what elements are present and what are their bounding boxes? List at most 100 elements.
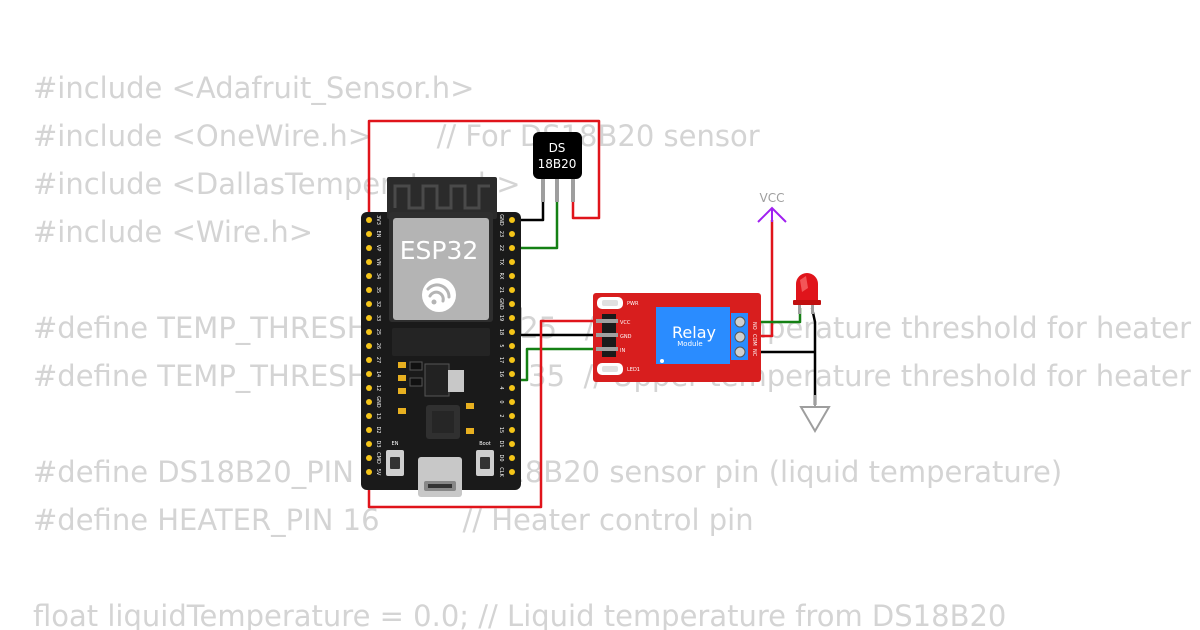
esp32-pin-label: 19 [498,315,504,321]
esp32-pin-right[interactable] [509,343,515,349]
esp32-pin-left[interactable] [366,273,372,279]
esp32-left-header: 3V3ENVPVN343532332526271412GND13D2D3CMD5… [366,215,381,476]
relay-pin-gnd[interactable] [596,333,618,337]
esp32-pin-right[interactable] [509,231,515,237]
esp32-pin-label: D3 [375,440,381,447]
esp32-pin-left[interactable] [366,217,372,223]
led-glint [800,276,808,292]
esp32-pin-left[interactable] [366,287,372,293]
led1-label: LED1 [627,367,640,373]
esp32-pin-right[interactable] [509,329,515,335]
esp32-pin-left[interactable] [366,399,372,405]
sensor-leg-data [555,176,559,202]
relay-pin-in[interactable] [596,347,618,351]
esp32-pin-label: RX [498,273,504,280]
sensor-label-line2: 18B20 [538,157,577,171]
sensor-leg-gnd [541,176,545,202]
esp32-pin-right[interactable] [509,245,515,251]
wire-gpio16-to-relay-in[interactable] [512,347,603,382]
esp32-pin-left[interactable] [366,371,372,377]
relay-pin-vcc[interactable] [596,319,618,323]
ds18b20-sensor[interactable]: DS 18B20 [533,132,582,202]
esp32-pin-label: GND [498,298,504,310]
relay-input-label-gnd: GND [620,334,632,340]
esp32-pin-left[interactable] [366,427,372,433]
esp32-pin-right[interactable] [509,441,515,447]
vcc-label: VCC [760,191,785,205]
esp32-pin-right[interactable] [509,385,515,391]
esp32-pin-right[interactable] [509,315,515,321]
esp32-pin-right[interactable] [509,357,515,363]
led-anode [798,300,801,314]
esp32-pin-left[interactable] [366,329,372,335]
boot-button-cap[interactable] [480,457,490,469]
esp32-pin-right[interactable] [509,455,515,461]
esp32-pin-left[interactable] [366,469,372,475]
esp32-pin-label: 14 [375,371,381,377]
esp32-pin-right[interactable] [509,259,515,265]
smd-component [398,375,406,381]
espressif-logo-icon [422,278,456,312]
sensor-label-line1: DS [549,141,566,155]
esp32-pin-label: 0 [498,400,504,403]
terminal-screw-no[interactable] [734,316,746,328]
esp32-pin-label: 3V3 [375,215,381,225]
esp32-pin-left[interactable] [366,413,372,419]
esp32-pin-right[interactable] [509,301,515,307]
terminal-screw-com[interactable] [734,331,746,343]
esp32-pin-left[interactable] [366,441,372,447]
esp32-pin-left[interactable] [366,245,372,251]
wire-5v-to-relay-vcc[interactable] [367,319,603,509]
ground-symbol-icon[interactable] [799,395,831,433]
vcc-symbol[interactable]: VCC [757,191,787,223]
esp32-pin-label: CLK [498,467,504,477]
code-line: #include <Adafruit_Sensor.h> [33,71,475,105]
relay-module[interactable]: PWR LED1 VCC GND IN Relay Module NO COM … [593,293,761,382]
esp32-pin-label: 25 [375,329,381,335]
esp32-pin-label: 35 [375,287,381,293]
wire-led-to-gnd[interactable] [810,307,817,405]
esp32-pin-label: 2 [498,414,504,417]
esp32-pin-left[interactable] [366,357,372,363]
esp32-pin-label: 4 [498,386,504,389]
boot-button-label: Boot [479,441,491,447]
esp32-pin-right[interactable] [509,469,515,475]
pwr-led-label: PWR [627,301,639,307]
relay-subtitle: Module [677,340,702,348]
esp32-pin-right[interactable] [509,217,515,223]
wire-gnd-to-sensor-gnd[interactable] [512,200,545,222]
esp32-pin-label: 12 [375,385,381,391]
esp32-pin-right[interactable] [509,413,515,419]
regulator-tab [448,370,464,392]
voltage-regulator [424,363,450,397]
esp32-pin-left[interactable] [366,301,372,307]
terminal-screw-nc[interactable] [734,346,746,358]
esp32-pin-label: 15 [498,427,504,433]
wire-gpio-to-sensor-data[interactable] [512,200,559,250]
esp32-pin-label: 5V [375,469,381,476]
relay-output-label-nc: NC [751,349,757,357]
esp32-pin-right[interactable] [509,399,515,405]
esp32-pin-left[interactable] [366,343,372,349]
esp32-pin-label: 32 [375,301,381,307]
pwr-led-core [602,300,618,306]
wire-3v3-to-sensor-vcc[interactable] [367,119,601,220]
smd-component [398,408,406,414]
esp32-pin-right[interactable] [509,371,515,377]
esp32-pin-left[interactable] [366,315,372,321]
esp32-pin-label: 27 [375,357,381,363]
esp32-pin-right[interactable] [509,427,515,433]
smd-component [409,377,423,387]
en-button-cap[interactable] [390,457,400,469]
esp32-pin-left[interactable] [366,385,372,391]
esp32-pin-left[interactable] [366,259,372,265]
esp32-pin-label: EN [375,231,381,238]
red-led[interactable] [793,273,821,314]
esp32-pin-right[interactable] [509,287,515,293]
esp32-pin-left[interactable] [366,455,372,461]
esp32-pin-right[interactable] [509,273,515,279]
esp32-pin-left[interactable] [366,231,372,237]
esp32-pin-label: GND [375,396,381,408]
